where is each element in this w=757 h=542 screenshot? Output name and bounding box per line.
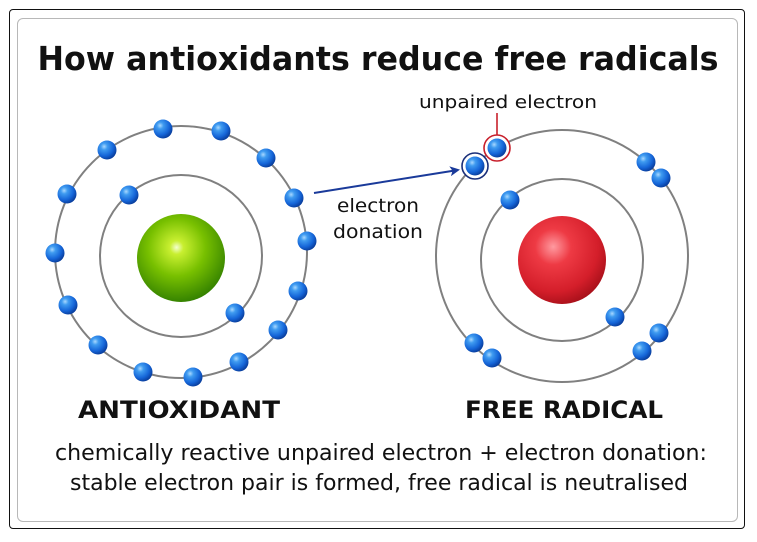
- electron: [119, 185, 139, 205]
- electron: [268, 320, 288, 340]
- free-radical-electrons: [464, 152, 671, 368]
- donated-electron: [461, 152, 489, 180]
- electron: [88, 335, 108, 355]
- electron: [133, 362, 153, 382]
- electron-donation-arrow: [313, 166, 460, 194]
- electron: [500, 190, 520, 210]
- electron: [45, 243, 65, 263]
- electron: [284, 188, 304, 208]
- electron: [225, 303, 245, 323]
- electron: [651, 168, 671, 188]
- unpaired-electron-label: unpaired electron: [419, 92, 597, 113]
- electron: [636, 152, 656, 172]
- antioxidant-inner-orbit: [99, 174, 263, 338]
- caption-line-2: stable electron pair is formed, free rad…: [70, 471, 688, 496]
- electron-donation-label-line2: donation: [333, 221, 423, 243]
- electron-donation-label-line1: electron: [337, 195, 419, 217]
- antioxidant-nucleus: [137, 214, 225, 302]
- electron: [211, 121, 231, 141]
- electron: [97, 140, 117, 160]
- electron: [58, 295, 78, 315]
- diagram-title: How antioxidants reduce free radicals: [38, 39, 719, 78]
- outer-frame: [9, 9, 745, 529]
- electron: [465, 156, 485, 176]
- electron: [487, 138, 507, 158]
- electron: [464, 333, 484, 353]
- electron: [649, 323, 669, 343]
- electron: [57, 184, 77, 204]
- antioxidant-atom: ANTIOXIDANT: [45, 119, 317, 424]
- electron: [288, 281, 308, 301]
- free-radical-nucleus: [518, 216, 606, 304]
- inner-frame: [17, 18, 738, 522]
- free-radical-inner-orbit: [480, 178, 644, 342]
- free-radical-outer-orbit: [435, 129, 689, 383]
- free-radical-label: FREE RADICAL: [465, 396, 663, 424]
- electron: [482, 348, 502, 368]
- electron: [183, 367, 203, 387]
- unpaired-electron: [483, 113, 511, 162]
- caption-line-1: chemically reactive unpaired electron + …: [55, 441, 707, 466]
- electron: [632, 341, 652, 361]
- electron: [153, 119, 173, 139]
- free-radical-atom: FREE RADICAL: [435, 113, 689, 424]
- electron: [229, 352, 249, 372]
- electron: [605, 307, 625, 327]
- antioxidant-electrons: [45, 119, 317, 387]
- electron: [297, 231, 317, 251]
- electron: [256, 148, 276, 168]
- antioxidant-label: ANTIOXIDANT: [78, 396, 281, 424]
